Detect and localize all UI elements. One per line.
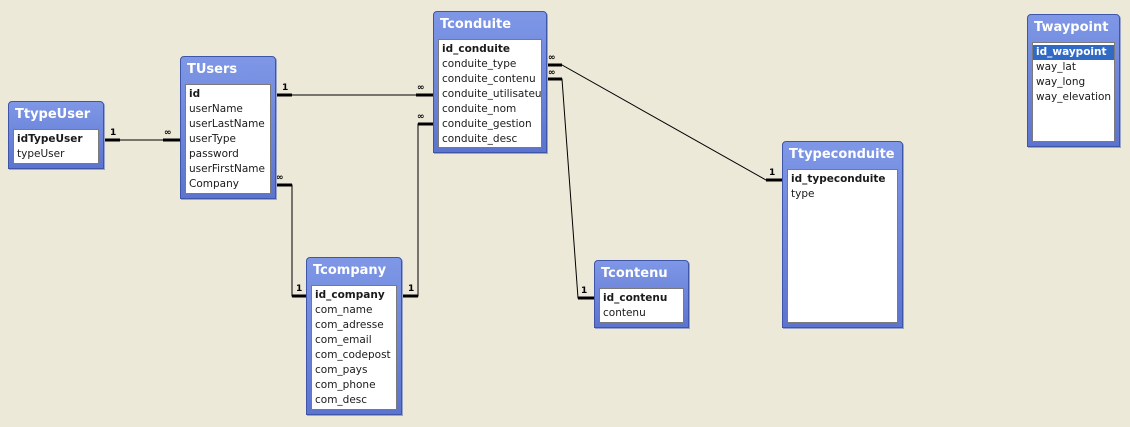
table-title[interactable]: Tcompany (313, 263, 387, 278)
field-primary-key[interactable]: id_contenu (603, 292, 668, 304)
relationship-tusers-tconduite[interactable]: 1 ∞ (275, 83, 433, 97)
field-item[interactable]: userLastName (189, 118, 265, 130)
cardinality-many: ∞ (164, 128, 172, 138)
cardinality-many: ∞ (417, 112, 425, 122)
field-item[interactable]: type (791, 188, 815, 200)
table-tconduite[interactable]: Tconduite id_conduite conduite_type cond… (433, 11, 547, 153)
field-primary-key[interactable]: id_conduite (442, 43, 511, 55)
field-primary-key-selected[interactable]: id_waypoint (1033, 45, 1114, 60)
cardinality-many: ∞ (276, 173, 284, 183)
table-title[interactable]: Tcontenu (601, 266, 668, 281)
table-tcontenu[interactable]: Tcontenu id_contenu contenu (594, 260, 689, 328)
field-list[interactable]: id_waypoint way_lat way_long way_elevati… (1032, 42, 1115, 142)
field-list[interactable]: id userName userLastName userType passwo… (185, 84, 271, 194)
relationship-tconduite-tcontenu[interactable]: ∞ 1 (546, 68, 594, 300)
table-title[interactable]: Tconduite (440, 17, 512, 32)
field-item[interactable]: conduite_gestion (442, 118, 532, 130)
field-item[interactable]: typeUser (17, 148, 65, 160)
table-title[interactable]: TtypeUser (15, 107, 91, 122)
field-item[interactable]: conduite_utilisateur (442, 88, 541, 100)
relationship-tconduite-ttypeconduite[interactable]: ∞ 1 (546, 53, 782, 182)
field-list[interactable]: id_conduite conduite_type conduite_conte… (438, 39, 542, 148)
field-item[interactable]: com_desc (315, 394, 368, 406)
table-twaypoint[interactable]: Twaypoint id_waypoint way_lat way_long w… (1027, 14, 1120, 147)
field-item[interactable]: Company (189, 178, 239, 190)
field-item[interactable]: com_phone (315, 379, 376, 391)
field-item[interactable]: conduite_contenu (442, 73, 536, 85)
cardinality-one: 1 (296, 284, 302, 294)
field-item[interactable]: conduite_desc (442, 133, 518, 145)
cardinality-one: 1 (282, 83, 288, 93)
field-item[interactable]: userFirstName (189, 163, 265, 175)
field-item[interactable]: userType (189, 133, 237, 145)
field-primary-key[interactable]: id_company (315, 289, 385, 301)
cardinality-one: 1 (769, 168, 775, 178)
table-title[interactable]: Ttypeconduite (789, 147, 895, 162)
field-item[interactable]: com_name (315, 304, 373, 316)
field-list[interactable]: idTypeUser typeUser (13, 129, 99, 164)
field-item[interactable]: conduite_nom (442, 103, 517, 115)
field-item[interactable]: way_elevation (1036, 91, 1112, 103)
cardinality-many: ∞ (548, 68, 556, 78)
cardinality-many: ∞ (417, 83, 425, 93)
field-item[interactable]: com_adresse (315, 319, 384, 331)
table-ttypeuser[interactable]: TtypeUser idTypeUser typeUser (8, 101, 104, 169)
field-list[interactable]: id_typeconduite type (787, 169, 898, 323)
relationship-ttypeuser-tusers[interactable]: 1 ∞ (103, 128, 180, 142)
table-title[interactable]: TUsers (187, 62, 238, 77)
field-list[interactable]: id_company com_name com_adresse com_emai… (311, 285, 397, 410)
field-item[interactable]: password (189, 148, 239, 160)
table-ttypeconduite[interactable]: Ttypeconduite id_typeconduite type (782, 141, 903, 328)
cardinality-one: 1 (110, 128, 116, 138)
field-primary-key[interactable]: idTypeUser (17, 133, 83, 145)
cardinality-many: ∞ (548, 53, 556, 63)
field-primary-key[interactable]: id_typeconduite (791, 173, 886, 185)
field-list[interactable]: id_contenu contenu (599, 288, 684, 323)
field-item[interactable]: com_email (315, 334, 372, 346)
field-item[interactable]: userName (189, 103, 243, 115)
field-item[interactable]: way_lat (1036, 61, 1076, 73)
table-tusers[interactable]: TUsers id userName userLastName userType… (180, 56, 276, 199)
cardinality-one: 1 (408, 284, 414, 294)
relationship-tcompany-tconduite[interactable]: 1 ∞ (401, 112, 433, 298)
table-title[interactable]: Twaypoint (1034, 20, 1109, 35)
field-item[interactable]: way_long (1036, 76, 1086, 88)
field-item[interactable]: contenu (603, 307, 646, 319)
field-item[interactable]: conduite_type (442, 58, 517, 70)
relationship-tusers-tcompany[interactable]: ∞ 1 (275, 173, 306, 298)
field-primary-key[interactable]: id (189, 88, 201, 100)
field-item[interactable]: com_codepost (315, 349, 391, 361)
table-tcompany[interactable]: Tcompany id_company com_name com_adresse… (306, 257, 402, 415)
cardinality-one: 1 (581, 286, 587, 296)
field-item[interactable]: com_pays (315, 364, 368, 376)
